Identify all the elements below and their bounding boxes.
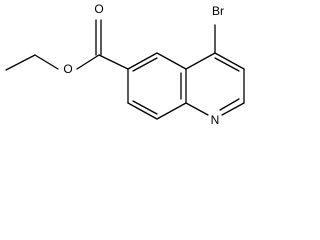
- bond-ring-c8a-c8: [156, 102, 187, 120]
- bond-ring-c2-n1-inner: [219, 98, 240, 111]
- bond-ring-c4-c3: [214, 52, 245, 70]
- bond-ring-c6-c5-inner: [132, 57, 158, 72]
- bond-ethyl-ch2-o: [34, 54, 59, 70]
- atom-oxygen-ester: O: [63, 62, 72, 76]
- atom-bromine: Br: [212, 4, 224, 18]
- bond-ring-c6-c5: [127, 52, 158, 70]
- bond-ring-c8-c7: [127, 102, 158, 120]
- bond-ring-c2-n1: [221, 102, 245, 116]
- bond-ring-c8-c7-inner: [132, 100, 158, 115]
- atom-oxygen-carbonyl: O: [94, 2, 103, 16]
- bond-ethyl-ch3-ch2: [5, 54, 36, 71]
- molecule-structure: O O Br N: [5, 2, 245, 127]
- bond-ring-c4a-c4: [185, 52, 216, 70]
- bond-ring-c5-c4a: [156, 52, 187, 70]
- atom-nitrogen: N: [211, 113, 220, 127]
- bond-o-carbonyl-carbon: [76, 54, 100, 70]
- bond-ring-n1-c8a: [185, 102, 209, 116]
- bond-carbonyl-carbon-ring: [98, 54, 129, 70]
- bond-ring-c4-c3-inner: [214, 57, 240, 72]
